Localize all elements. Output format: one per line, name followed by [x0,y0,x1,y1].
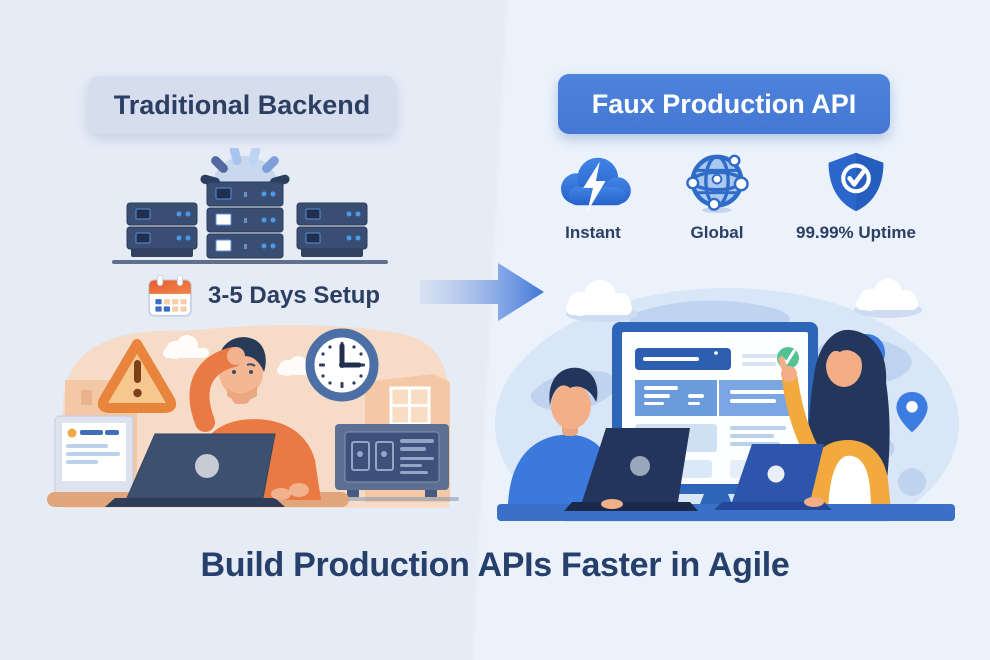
transition-arrow-icon [420,263,544,321]
feature-label: Global [690,223,744,242]
server-stack [206,181,284,259]
faux-production-api-title: Faux Production API [591,88,857,119]
feature-uptime: 99.99% Uptime [796,150,916,243]
traditional-backend-scene [47,325,459,508]
server-stack [296,202,368,257]
feature-label: 99.99% Uptime [796,223,916,242]
laptop-icon [564,428,698,511]
server-stack [126,202,198,257]
page-title: Build Production APIs Faster in Agile [200,546,790,584]
traditional-backend-title-box: Traditional Backend [88,76,396,134]
setup-time-label: 3-5 Days Setup [208,282,381,309]
feature-list: Instant Global [548,150,916,243]
desktop-monitor-icon [54,415,134,502]
server-console-icon [327,424,459,501]
feature-instant: Instant [548,150,638,243]
laptop-icon [714,444,832,510]
setup-time-row: 3-5 Days Setup [146,272,380,320]
warning-triangle-icon [97,339,177,413]
cloud-icon [854,279,922,318]
laptop-icon [105,433,291,507]
cloud-icon [163,335,209,359]
cloud-icon [566,280,638,322]
traditional-backend-title: Traditional Backend [113,89,371,120]
calendar-icon [148,274,192,317]
globe-network-icon [686,154,749,214]
faux-production-api-scene [495,279,959,522]
clock-icon [305,328,379,402]
shield-check-icon [828,152,884,212]
faux-production-api-title-box: Faux Production API [558,74,890,134]
server-rack-icon [112,148,388,264]
feature-label: Instant [565,223,621,242]
feature-global: Global [678,150,756,243]
cloud-lightning-icon [561,157,631,213]
map-pin-icon [896,392,928,433]
